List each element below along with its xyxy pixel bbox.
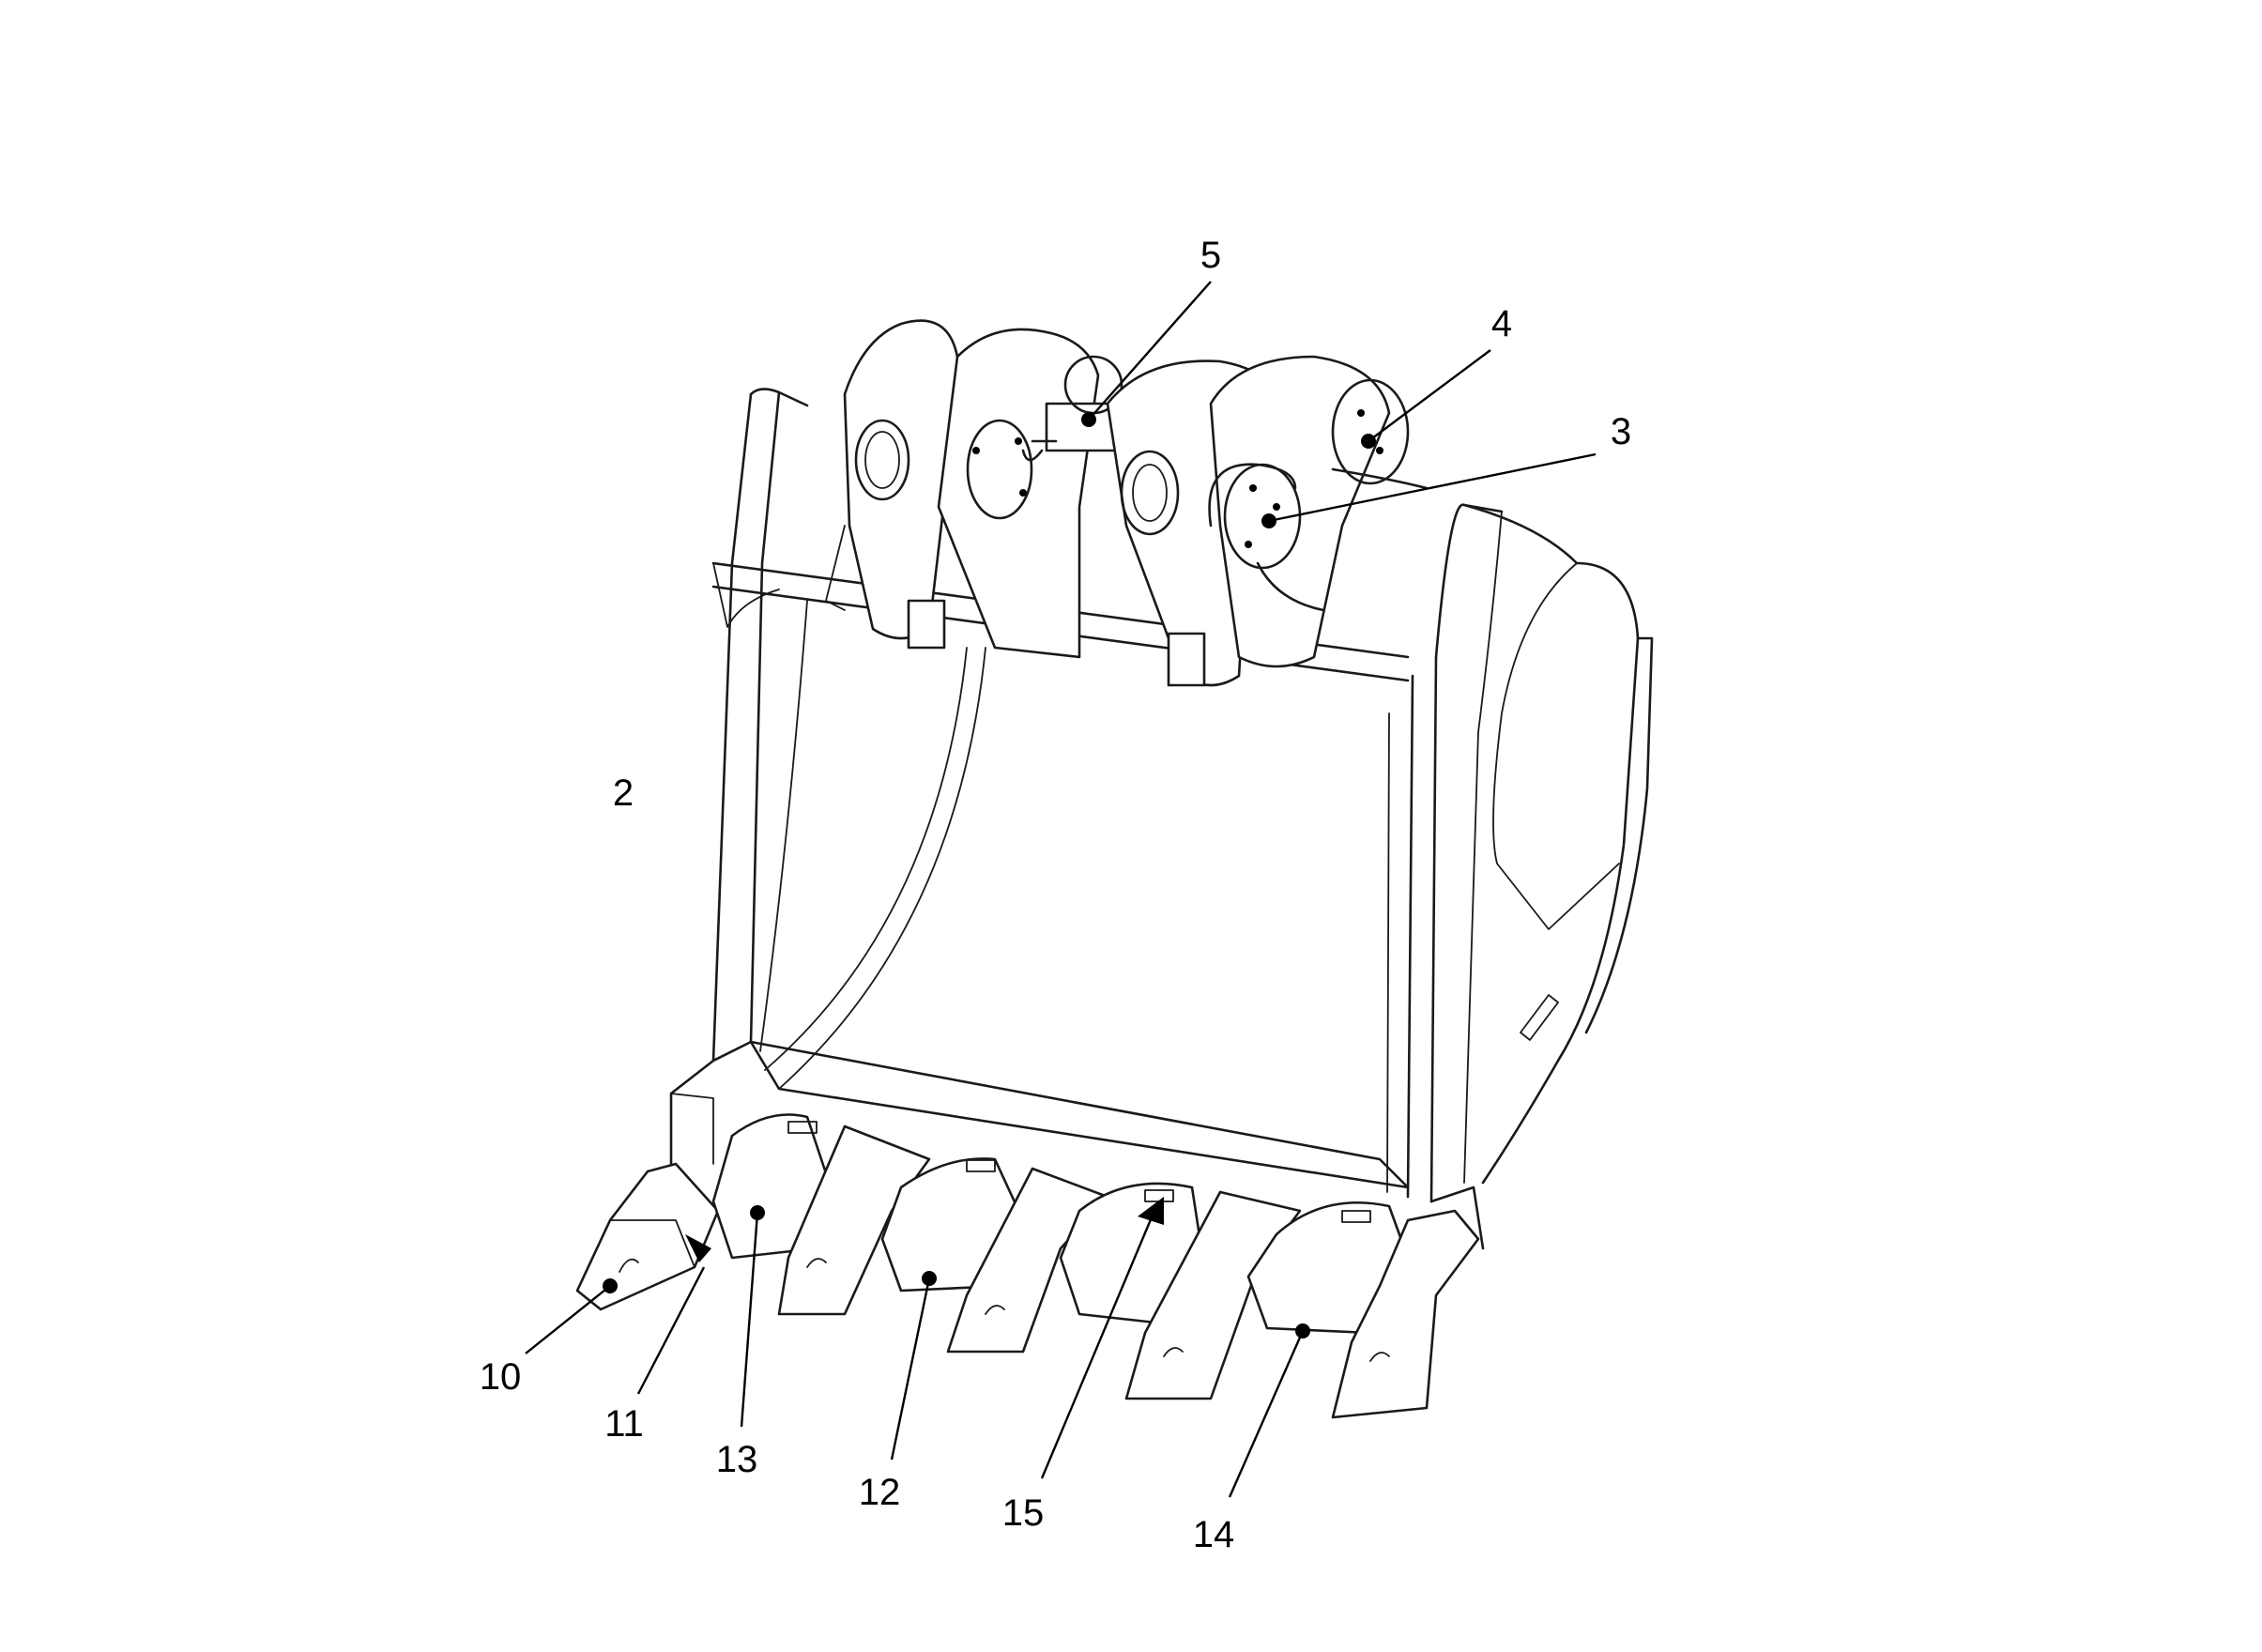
callout-3: 3 [1611, 411, 1631, 452]
callout-2: 2 [613, 772, 634, 814]
callout-10: 10 [480, 1356, 522, 1398]
callout-13: 13 [716, 1439, 758, 1480]
callout-4: 4 [1491, 303, 1512, 344]
teeth-and-adapters [575, 1113, 1485, 1419]
hinge-brackets [825, 319, 1429, 687]
callout-labels: 5 4 3 2 10 11 13 12 15 14 [480, 235, 1631, 1555]
callout-5: 5 [1200, 235, 1221, 276]
callout-leaders [525, 281, 1597, 1498]
callout-14: 14 [1193, 1514, 1235, 1555]
callout-12: 12 [859, 1472, 901, 1513]
callout-11: 11 [604, 1403, 644, 1445]
callout-15: 15 [1002, 1492, 1045, 1534]
